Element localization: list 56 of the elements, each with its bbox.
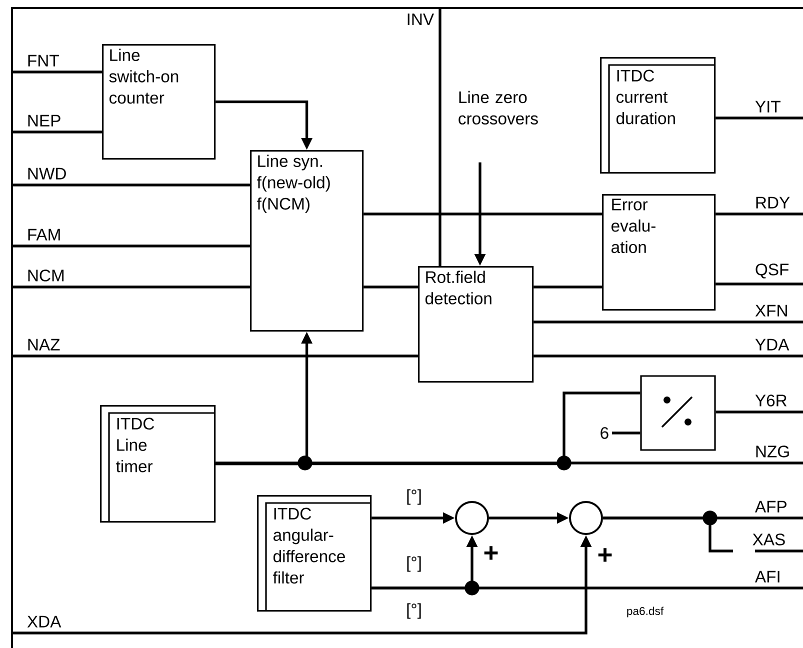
double-border-block: ITDC current duration bbox=[600, 57, 716, 174]
signal-line bbox=[364, 286, 418, 288]
function-block: Line syn. f(new-old) f(NCM) bbox=[250, 150, 364, 332]
unit-label: [°] bbox=[407, 489, 421, 505]
signal-line bbox=[12, 286, 250, 288]
file-name: pa6.dsf bbox=[627, 606, 664, 618]
signal-label: FNT bbox=[28, 54, 59, 66]
signal-line bbox=[603, 516, 733, 552]
signal-label: AFI bbox=[754, 570, 780, 582]
signal-label: NCM bbox=[28, 270, 64, 282]
signal-label: YDA bbox=[755, 338, 790, 350]
signal-line bbox=[716, 212, 803, 216]
signal-line bbox=[12, 130, 102, 134]
signal-label: INV bbox=[408, 14, 434, 26]
signal-line bbox=[12, 244, 250, 248]
function-block: Error evalu- ation bbox=[602, 194, 716, 311]
signal-line bbox=[216, 462, 803, 464]
signal-label: Y6R bbox=[755, 394, 787, 406]
signal-line bbox=[534, 320, 803, 324]
signal-label: NAZ bbox=[28, 338, 60, 350]
signal-line bbox=[612, 432, 640, 434]
function-block: Line switch-on counter bbox=[102, 44, 216, 160]
summing-junction bbox=[569, 501, 603, 535]
signal-label: NWD bbox=[28, 168, 66, 180]
signal-line bbox=[12, 354, 418, 358]
summing-junction bbox=[455, 501, 489, 535]
signal-label: AFP bbox=[754, 500, 786, 512]
signal-label: RDY bbox=[756, 196, 790, 208]
double-border-block: ITDC angular-difference filter bbox=[257, 495, 372, 612]
signal-label: QSF bbox=[756, 264, 789, 278]
unit-label: [°] bbox=[407, 603, 421, 619]
plus-sign: + bbox=[598, 548, 612, 562]
signal-line bbox=[12, 70, 102, 74]
signal-line bbox=[364, 212, 602, 216]
signal-line bbox=[534, 286, 602, 288]
unit-label: [°] bbox=[407, 556, 421, 572]
signal-label: FAM bbox=[28, 228, 60, 240]
signal-line bbox=[216, 392, 640, 466]
signal-line bbox=[716, 410, 803, 414]
signal-line bbox=[12, 184, 250, 186]
plus-sign: + bbox=[484, 546, 498, 560]
signal-label: XDA bbox=[27, 616, 62, 628]
signal-label: NZG bbox=[756, 446, 789, 458]
signal-label: YIT bbox=[755, 100, 780, 112]
signal-label: XAS bbox=[752, 534, 803, 552]
signal-label: NEP bbox=[28, 114, 60, 126]
signal-line bbox=[534, 354, 803, 358]
constant-label: 6 bbox=[600, 427, 608, 439]
input-label: Line zero crossovers bbox=[458, 90, 538, 124]
signal-line bbox=[716, 282, 803, 286]
function-block: Rot.field detection bbox=[418, 266, 534, 383]
double-border-block: ITDC Line timer bbox=[100, 405, 216, 523]
signal-line bbox=[438, 8, 442, 266]
signal-label: XFN bbox=[755, 304, 787, 316]
signal-line bbox=[716, 116, 803, 120]
divider-block bbox=[640, 375, 716, 451]
